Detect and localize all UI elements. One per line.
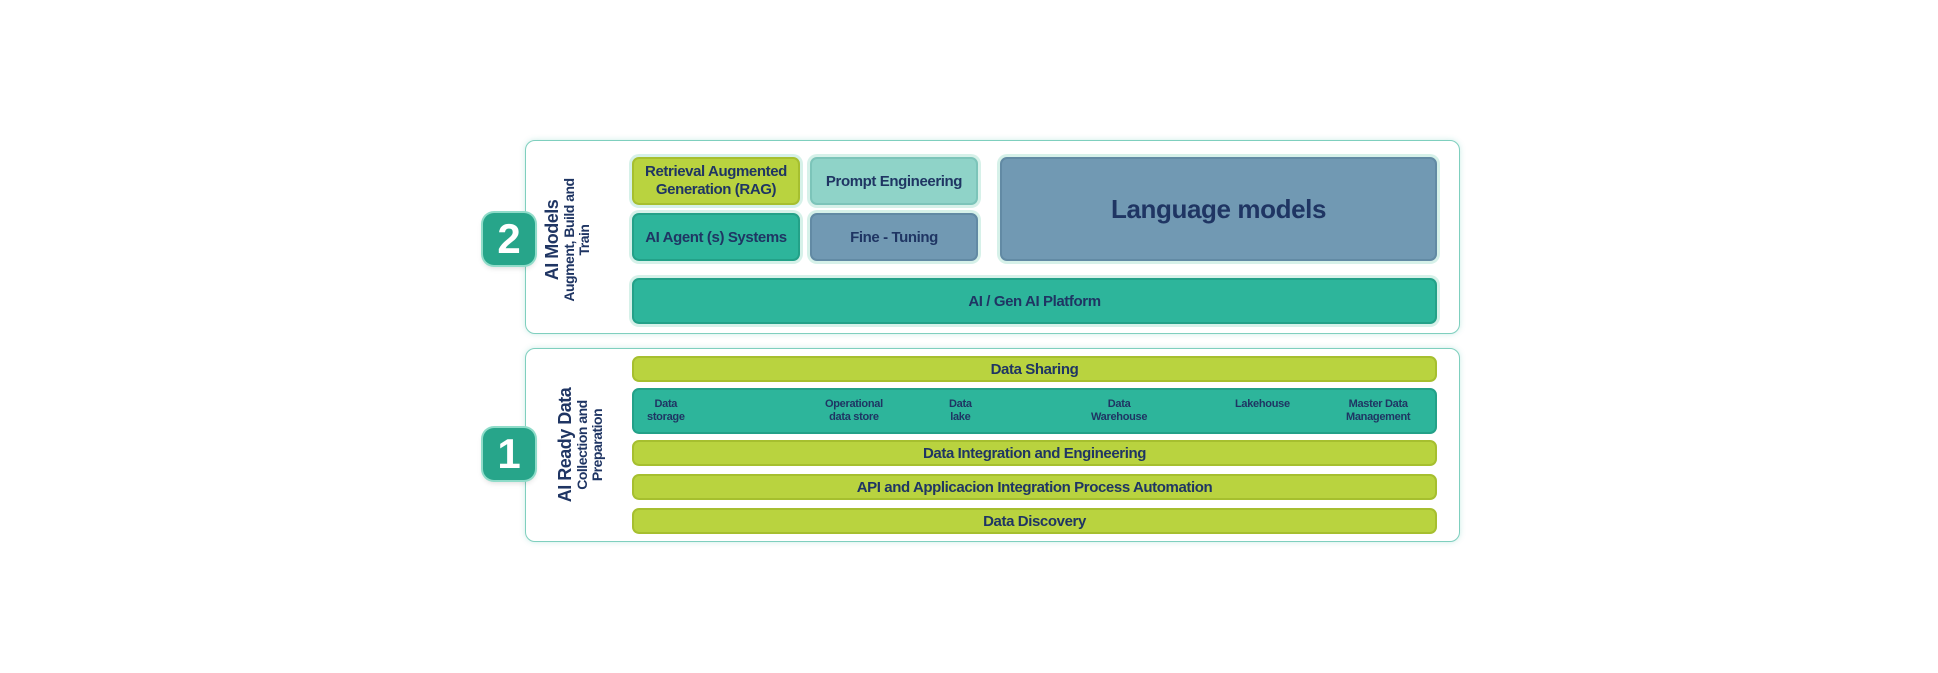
storage-item-lakehouse: Lakehouse (1235, 398, 1290, 410)
data-integration-bar: Data Integration and Engineering (632, 440, 1437, 466)
data-storage-bar: Data storage Operational data store Data… (632, 388, 1437, 434)
rag-box: Retrieval Augmented Generation (RAG) (632, 157, 800, 205)
storage-item-master-data-management: Master Data Management (1346, 398, 1411, 423)
storage-item-data-warehouse: Data Warehouse (1091, 398, 1148, 423)
language-models-box: Language models (1000, 157, 1437, 261)
ai-ready-data-label: AI Ready Data Collection and Preparation (555, 388, 605, 503)
data-sharing-bar: Data Sharing (632, 356, 1437, 382)
ai-models-label: AI Models Augment, Build and Train (542, 175, 592, 305)
ai-agents-box: AI Agent (s) Systems (632, 213, 800, 261)
ai-ready-data-subtitle: Collection and Preparation (574, 400, 605, 490)
ai-ready-data-title: AI Ready Data (555, 387, 575, 503)
api-integration-bar: API and Applicacion Integration Process … (632, 474, 1437, 500)
ai-models-title: AI Models (542, 199, 562, 281)
storage-item-data-storage: Data storage (647, 398, 685, 423)
storage-item-operational-data-store: Operational data store (825, 398, 883, 423)
storage-item-data-lake: Data lake (949, 398, 972, 423)
ai-platform-box: AI / Gen AI Platform (632, 278, 1437, 324)
layer-2-badge: 2 (483, 213, 535, 265)
ai-models-subtitle: Augment, Build and Train (561, 178, 592, 302)
data-discovery-bar: Data Discovery (632, 508, 1437, 534)
layer-1-badge: 1 (483, 428, 535, 480)
prompt-engineering-box: Prompt Engineering (810, 157, 978, 205)
fine-tuning-box: Fine - Tuning (810, 213, 978, 261)
